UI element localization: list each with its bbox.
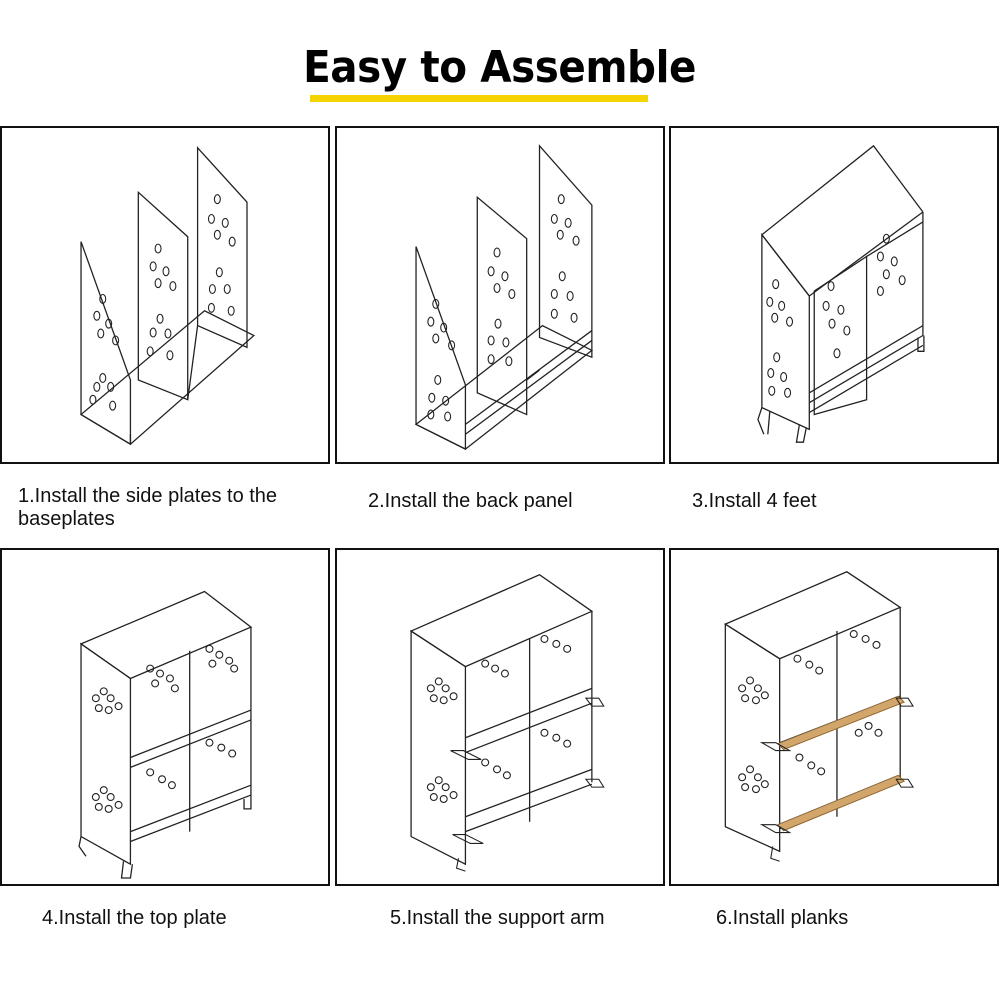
- step-1-holes: [89, 194, 236, 411]
- step-4-illustration: [78, 590, 253, 879]
- step-6-illustration: [723, 571, 915, 862]
- step-6-holes: [738, 630, 883, 794]
- step-5-support-arms: [450, 697, 605, 872]
- step-2-illustration: [414, 144, 594, 451]
- step-3-holes: [766, 233, 906, 398]
- step-2-caption: 2.Install the back panel: [368, 490, 573, 512]
- step-6-planks: [776, 695, 906, 832]
- step-2-holes: [427, 194, 580, 422]
- step-6-panel: [669, 548, 999, 886]
- step-4-panel: [0, 548, 330, 886]
- step-5-panel: [335, 548, 665, 886]
- step-2-panel: [335, 126, 665, 464]
- step-3-caption: 3.Install 4 feet: [692, 490, 817, 512]
- title-underline: [310, 95, 648, 102]
- step-5-holes: [426, 634, 572, 803]
- step-6-support-arms: [759, 697, 915, 862]
- step-6-caption: 6.Install planks: [716, 907, 849, 929]
- step-1-illustration: [79, 146, 256, 446]
- step-4-caption: 4.Install the top plate: [42, 907, 227, 929]
- step-4-holes: [91, 644, 239, 813]
- step-1-caption: 1.Install the side plates to the basepla…: [18, 485, 278, 530]
- page-title-wrap: Easy to Assemble: [0, 42, 1000, 93]
- step-3-panel: [669, 126, 999, 464]
- step-1-panel: [0, 126, 330, 464]
- step-5-caption: 5.Install the support arm: [390, 907, 605, 929]
- page-title: Easy to Assemble: [303, 42, 697, 93]
- step-3-illustration: [757, 144, 925, 443]
- step-5-illustration: [409, 574, 605, 872]
